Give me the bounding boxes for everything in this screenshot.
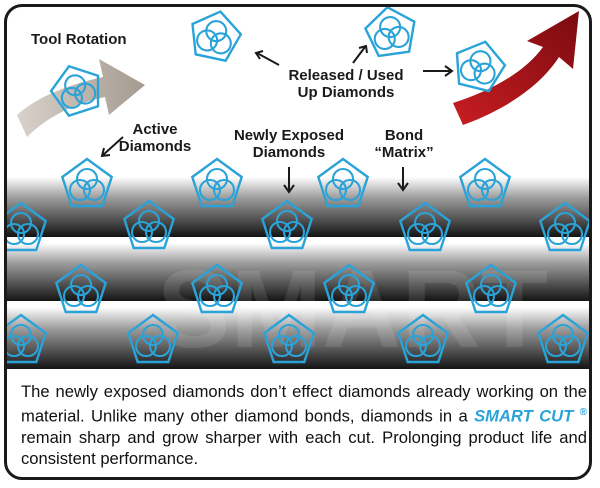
active-diamonds-label: Active Diamonds — [118, 121, 192, 155]
rotation-arrow-icon — [453, 11, 579, 125]
caption-text: The newly exposed diamonds don’t effect … — [21, 382, 587, 468]
diagram-canvas: SMART — [7, 7, 589, 371]
diagram-frame: SMART — [4, 4, 592, 480]
diamond-icon — [361, 7, 420, 59]
diamond-icon — [185, 7, 246, 64]
newly-exposed-diamonds-label: Newly Exposed Diamonds — [233, 127, 345, 161]
released-diamonds-label: Released / Used Up Diamonds — [288, 67, 404, 101]
bond-matrix-label: Bond “Matrix” — [374, 127, 434, 161]
tool-rotation-label: Tool Rotation — [31, 31, 127, 48]
pointer-arrows — [100, 44, 454, 194]
brand-name: SMART CUT — [474, 406, 574, 426]
pointer-arrow-icon — [352, 46, 366, 64]
pointer-arrow-icon — [102, 136, 124, 156]
registered-mark: ® — [579, 407, 587, 418]
pointer-arrow-icon — [256, 52, 280, 66]
